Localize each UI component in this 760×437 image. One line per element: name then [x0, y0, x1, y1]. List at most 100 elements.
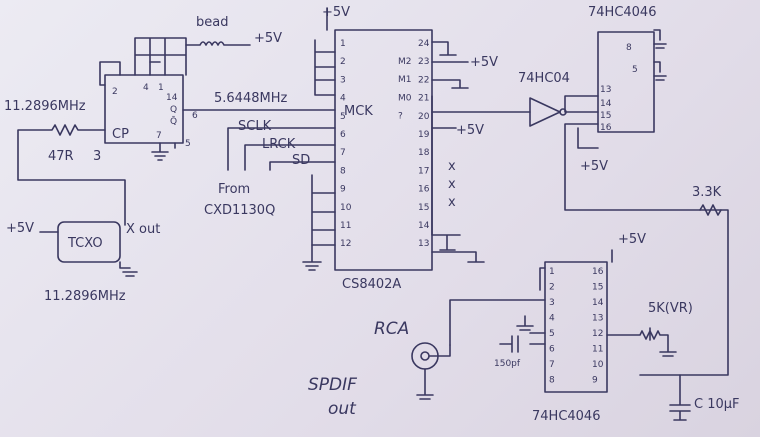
hc4046-top-plus5v-label: +5V [580, 159, 608, 174]
hc4046-top-pin-16: 16 [600, 123, 612, 133]
cs8402a-pin-21: 21 [418, 94, 429, 104]
hc04-label: 74HC04 [518, 71, 570, 86]
hc4046-bottom-pin-13: 13 [592, 314, 603, 324]
sclk-label: SCLK [238, 119, 272, 134]
cs8402a-label: CS8402A [342, 277, 401, 292]
hc4046-top-label: 74HC4046 [588, 5, 656, 20]
lrck-wire [244, 144, 336, 171]
cs8402a-pin-17: 17 [418, 166, 429, 176]
ff-pin-7: 7 [156, 131, 162, 141]
hc4046-bottom-plus5v-label: +5V [618, 232, 646, 247]
hc4046-bottom-pin-10: 10 [592, 360, 604, 370]
xout-label: X out [126, 222, 160, 237]
hc4046-top-pin-15: 15 [600, 111, 611, 121]
spdif-out-label: out [328, 399, 357, 419]
cs8402a-mode-label: M0 [398, 93, 412, 103]
hc4046-bottom-pin-8: 8 [549, 376, 555, 386]
cs8402a-pin-10: 10 [340, 203, 352, 213]
cxd-label: CXD1130Q [204, 203, 275, 218]
ff-pin-2: 2 [112, 87, 118, 97]
cs8402a-pin-13: 13 [418, 239, 429, 249]
ff-pin-6: 6 [192, 111, 198, 121]
hc4046-bottom-pin-2: 2 [549, 283, 555, 293]
hc4046-bottom-pin-4: 4 [549, 314, 555, 324]
hc4046-bottom-pin-5: 5 [549, 329, 555, 339]
rca-label: RCA [374, 319, 409, 339]
ff-pin-3: 3 [93, 149, 101, 164]
sclk-wire [227, 127, 336, 171]
hc4046-top-pin-5: 5 [632, 65, 638, 75]
c10uf-label: C 10μF [694, 397, 740, 412]
cs8402a-pin-3: 3 [340, 75, 346, 85]
tcxo-plus5v-label: +5V [6, 221, 34, 236]
cs8402a-pin-2: 2 [340, 57, 346, 67]
freq-11-bottom-label: 11.2896MHz [44, 289, 126, 304]
ff-pin-1: 1 [158, 83, 164, 93]
x-mark-16: x [448, 177, 456, 192]
r33k-label: 3.3K [692, 185, 722, 200]
tcxo-oscillator: TCXO [39, 221, 138, 277]
hc4046-top-pin-14: 14 [600, 99, 612, 109]
hc4046-top-pin-8: 8 [626, 43, 632, 53]
ff-pin-5: 5 [185, 139, 191, 149]
ff-plus5v-label: +5V [254, 31, 282, 46]
hc4046-bottom-pin-12: 12 [592, 329, 603, 339]
vr-label: 5K(VR) [648, 301, 693, 316]
cs-top-plus5v-label: +5V [322, 5, 350, 20]
hc4046-top-ic: 8 5 13 14 15 16 [564, 29, 729, 376]
hc4046-bottom-pin-11: 11 [592, 345, 603, 355]
cs8402a-pin-6: 6 [340, 130, 346, 140]
cs-plus5v-label: +5V [456, 123, 484, 138]
rca-connector [411, 342, 451, 400]
hc4046-bottom-pin-6: 6 [549, 345, 555, 355]
spdif-label: SPDIF [308, 375, 357, 395]
cs8402a-pin-18: 18 [418, 148, 430, 158]
ff-pin-14: 14 [166, 93, 178, 103]
mck-label: MCK [344, 104, 373, 119]
sd-label: SD [292, 153, 310, 168]
cs8402a-mode-label: ? [398, 112, 403, 122]
cs8402a-pin-7: 7 [340, 148, 346, 158]
cs8402a-pin-12: 12 [340, 239, 351, 249]
freq-56-label: 5.6448MHz [214, 91, 287, 106]
sd-wire [269, 161, 336, 171]
c150p-label: 150pf [494, 359, 521, 369]
cs8402a-pin-20: 20 [418, 112, 430, 122]
ff-pin-4: 4 [143, 83, 149, 93]
freq-11-top-label: 11.2896MHz [4, 99, 86, 114]
cp-label: CP [112, 127, 129, 142]
flip-flop-ic: CP 2 4 1 14 Q Q̄ 6 7 5 3 [93, 37, 336, 164]
cs8402a-ic: CS8402A MCK +5V +5V x x x 12345678910111… [302, 7, 531, 292]
hc4046-top-pin-13: 13 [600, 85, 611, 95]
cs8402a-pin-4: 4 [340, 94, 346, 104]
cs8402a-pin-5: 5 [340, 112, 346, 122]
cs8402a-mode-label: M1 [398, 75, 412, 85]
lrck-label: LRCK [262, 137, 296, 152]
hc4046-bottom-pin-16: 16 [592, 267, 604, 277]
cs8402a-pin-1: 1 [340, 39, 346, 49]
q-label: Q [170, 105, 177, 115]
hc4046-bottom-pin-14: 14 [592, 298, 604, 308]
from-label: From [218, 182, 250, 197]
cs8402a-mode-label: M2 [398, 57, 412, 67]
cs8402a-pin-23: 23 [418, 57, 429, 67]
cs8402a-pin-14: 14 [418, 221, 430, 231]
qbar-label: Q̄ [170, 115, 177, 127]
resistor-47r [17, 124, 126, 226]
hc4046-bottom-label: 74HC4046 [532, 409, 600, 424]
cs8402a-pin-22: 22 [418, 75, 429, 85]
cs8402a-pin-9: 9 [340, 185, 346, 195]
cs-plus5v-top-label: +5V [470, 55, 498, 70]
resistor-47r-label: 47R [48, 149, 74, 164]
hc4046-bottom-pin-9: 9 [592, 376, 598, 386]
tcxo-label: TCXO [67, 236, 103, 251]
cs8402a-pin-24: 24 [418, 39, 430, 49]
bead-label: bead [196, 15, 228, 30]
x-mark-17: x [448, 159, 456, 174]
hc4046-bottom-pin-1: 1 [549, 267, 555, 277]
cs8402a-pin-8: 8 [340, 166, 346, 176]
hc4046-bottom-pin-3: 3 [549, 298, 555, 308]
cs8402a-pin-15: 15 [418, 203, 429, 213]
